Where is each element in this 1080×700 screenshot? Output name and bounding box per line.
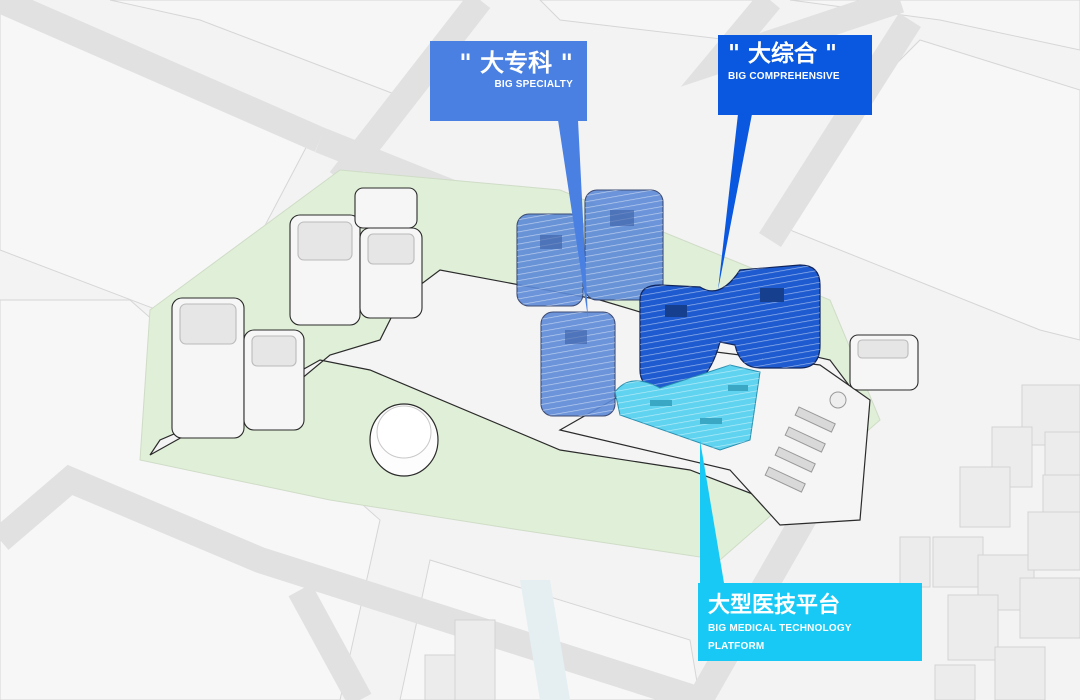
medical-technology-platform xyxy=(614,364,761,451)
callout-title-en-line1: BIG MEDICAL TECHNOLOGY xyxy=(708,623,852,634)
big-comprehensive-building xyxy=(639,264,821,389)
ward-towers-white xyxy=(171,187,919,439)
canal xyxy=(520,580,570,700)
callout-big-comprehensive: " 大综合 " BIG COMPREHENSIVE xyxy=(718,35,872,115)
callout-pointers xyxy=(558,114,752,583)
callout-box-big-specialty xyxy=(430,41,587,121)
big-specialty-buildings xyxy=(516,189,664,417)
callout-title-zh: " 大专科 " xyxy=(459,49,573,77)
callout-title-en: BIG SPECIALTY xyxy=(494,79,573,90)
callout-title-zh: " 大综合 " xyxy=(728,41,837,67)
callout-medical-platform: 大型医技平台 BIG MEDICAL TECHNOLOGY PLATFORM xyxy=(698,583,922,661)
callout-title-en-line2: PLATFORM xyxy=(708,640,765,652)
callout-title-zh: 大型医技平台 xyxy=(708,593,841,618)
residential-blocks xyxy=(424,384,1080,700)
callout-box-big-comprehensive xyxy=(718,35,872,115)
callout-title-en: BIG COMPREHENSIVE xyxy=(728,71,840,82)
callout-big-specialty: " 大专科 " BIG SPECIALTY xyxy=(430,41,587,121)
callout-box-medical-platform xyxy=(698,583,922,661)
